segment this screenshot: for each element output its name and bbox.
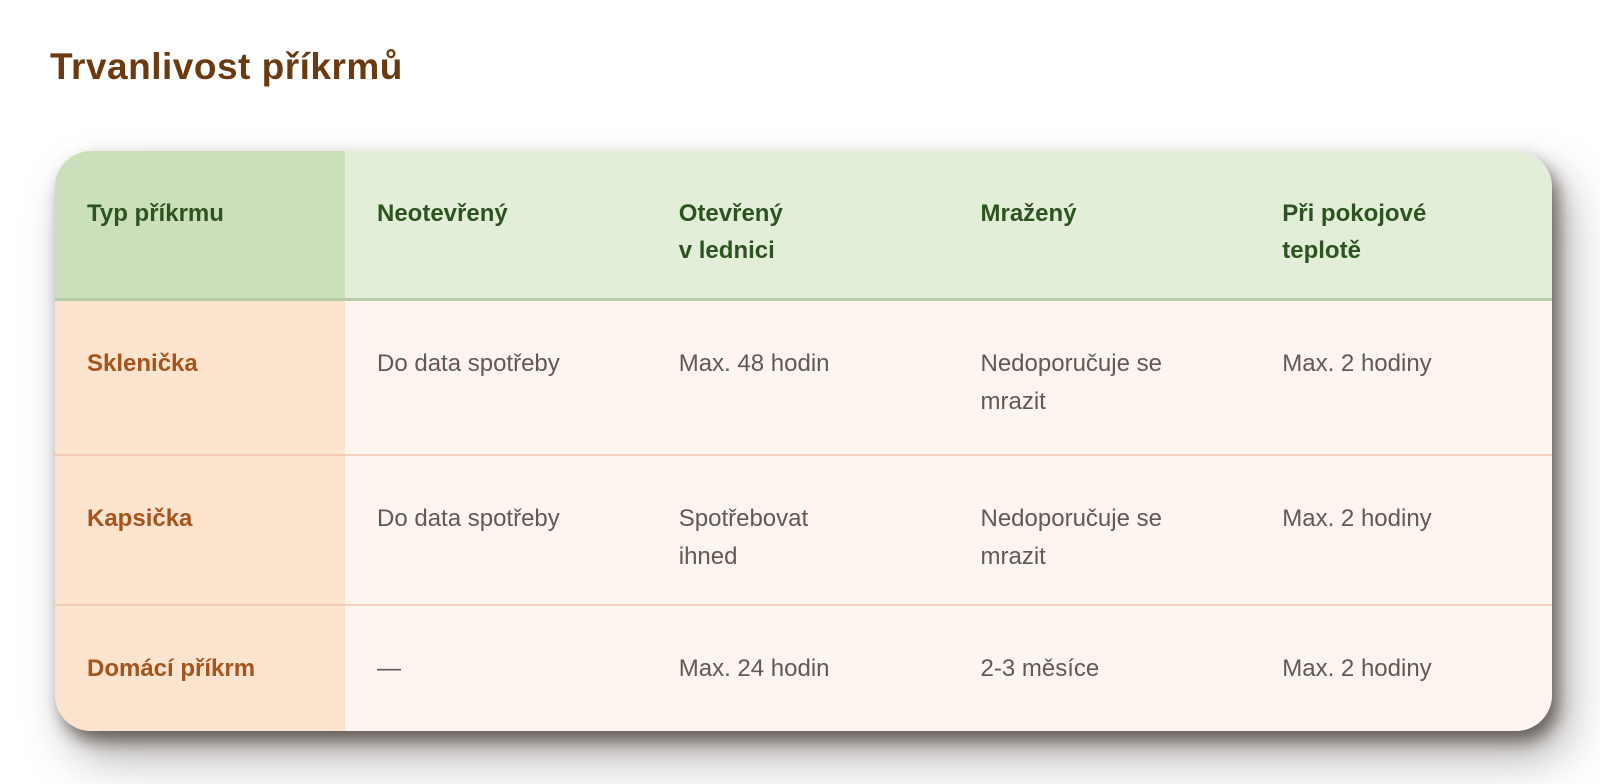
data-cell: Do data spotřeby <box>345 456 647 606</box>
data-cell: — <box>345 606 647 731</box>
data-cell: Max. 24 hodin <box>646 606 949 731</box>
page-title: Trvanlivost příkrmů <box>50 46 403 87</box>
data-cell: Max. 48 hodin <box>646 301 949 456</box>
data-cell: Do data spotřeby <box>345 301 647 456</box>
data-cell: Nedoporučuje se mrazit <box>948 456 1251 606</box>
row-label-cell: Sklenička <box>55 301 345 456</box>
header-cell: Mražený <box>948 151 1251 301</box>
row-label-cell: Domácí příkrm <box>55 606 345 731</box>
data-cell: Max. 2 hodiny <box>1250 606 1552 731</box>
data-cell: Max. 2 hodiny <box>1250 301 1552 456</box>
data-cell: 2-3 měsíce <box>948 606 1251 731</box>
header-cell: Při pokojové teplotě <box>1250 151 1552 301</box>
header-cell-row-label: Typ příkrmu <box>55 151 345 301</box>
data-cell: Max. 2 hodiny <box>1250 456 1552 606</box>
header-cell: Otevřený v lednici <box>646 151 949 301</box>
header-cell: Neotevřený <box>345 151 647 301</box>
data-cell: Spotřebovat ihned <box>646 456 949 606</box>
data-cell: Nedoporučuje se mrazit <box>948 301 1251 456</box>
row-label-cell: Kapsička <box>55 456 345 606</box>
